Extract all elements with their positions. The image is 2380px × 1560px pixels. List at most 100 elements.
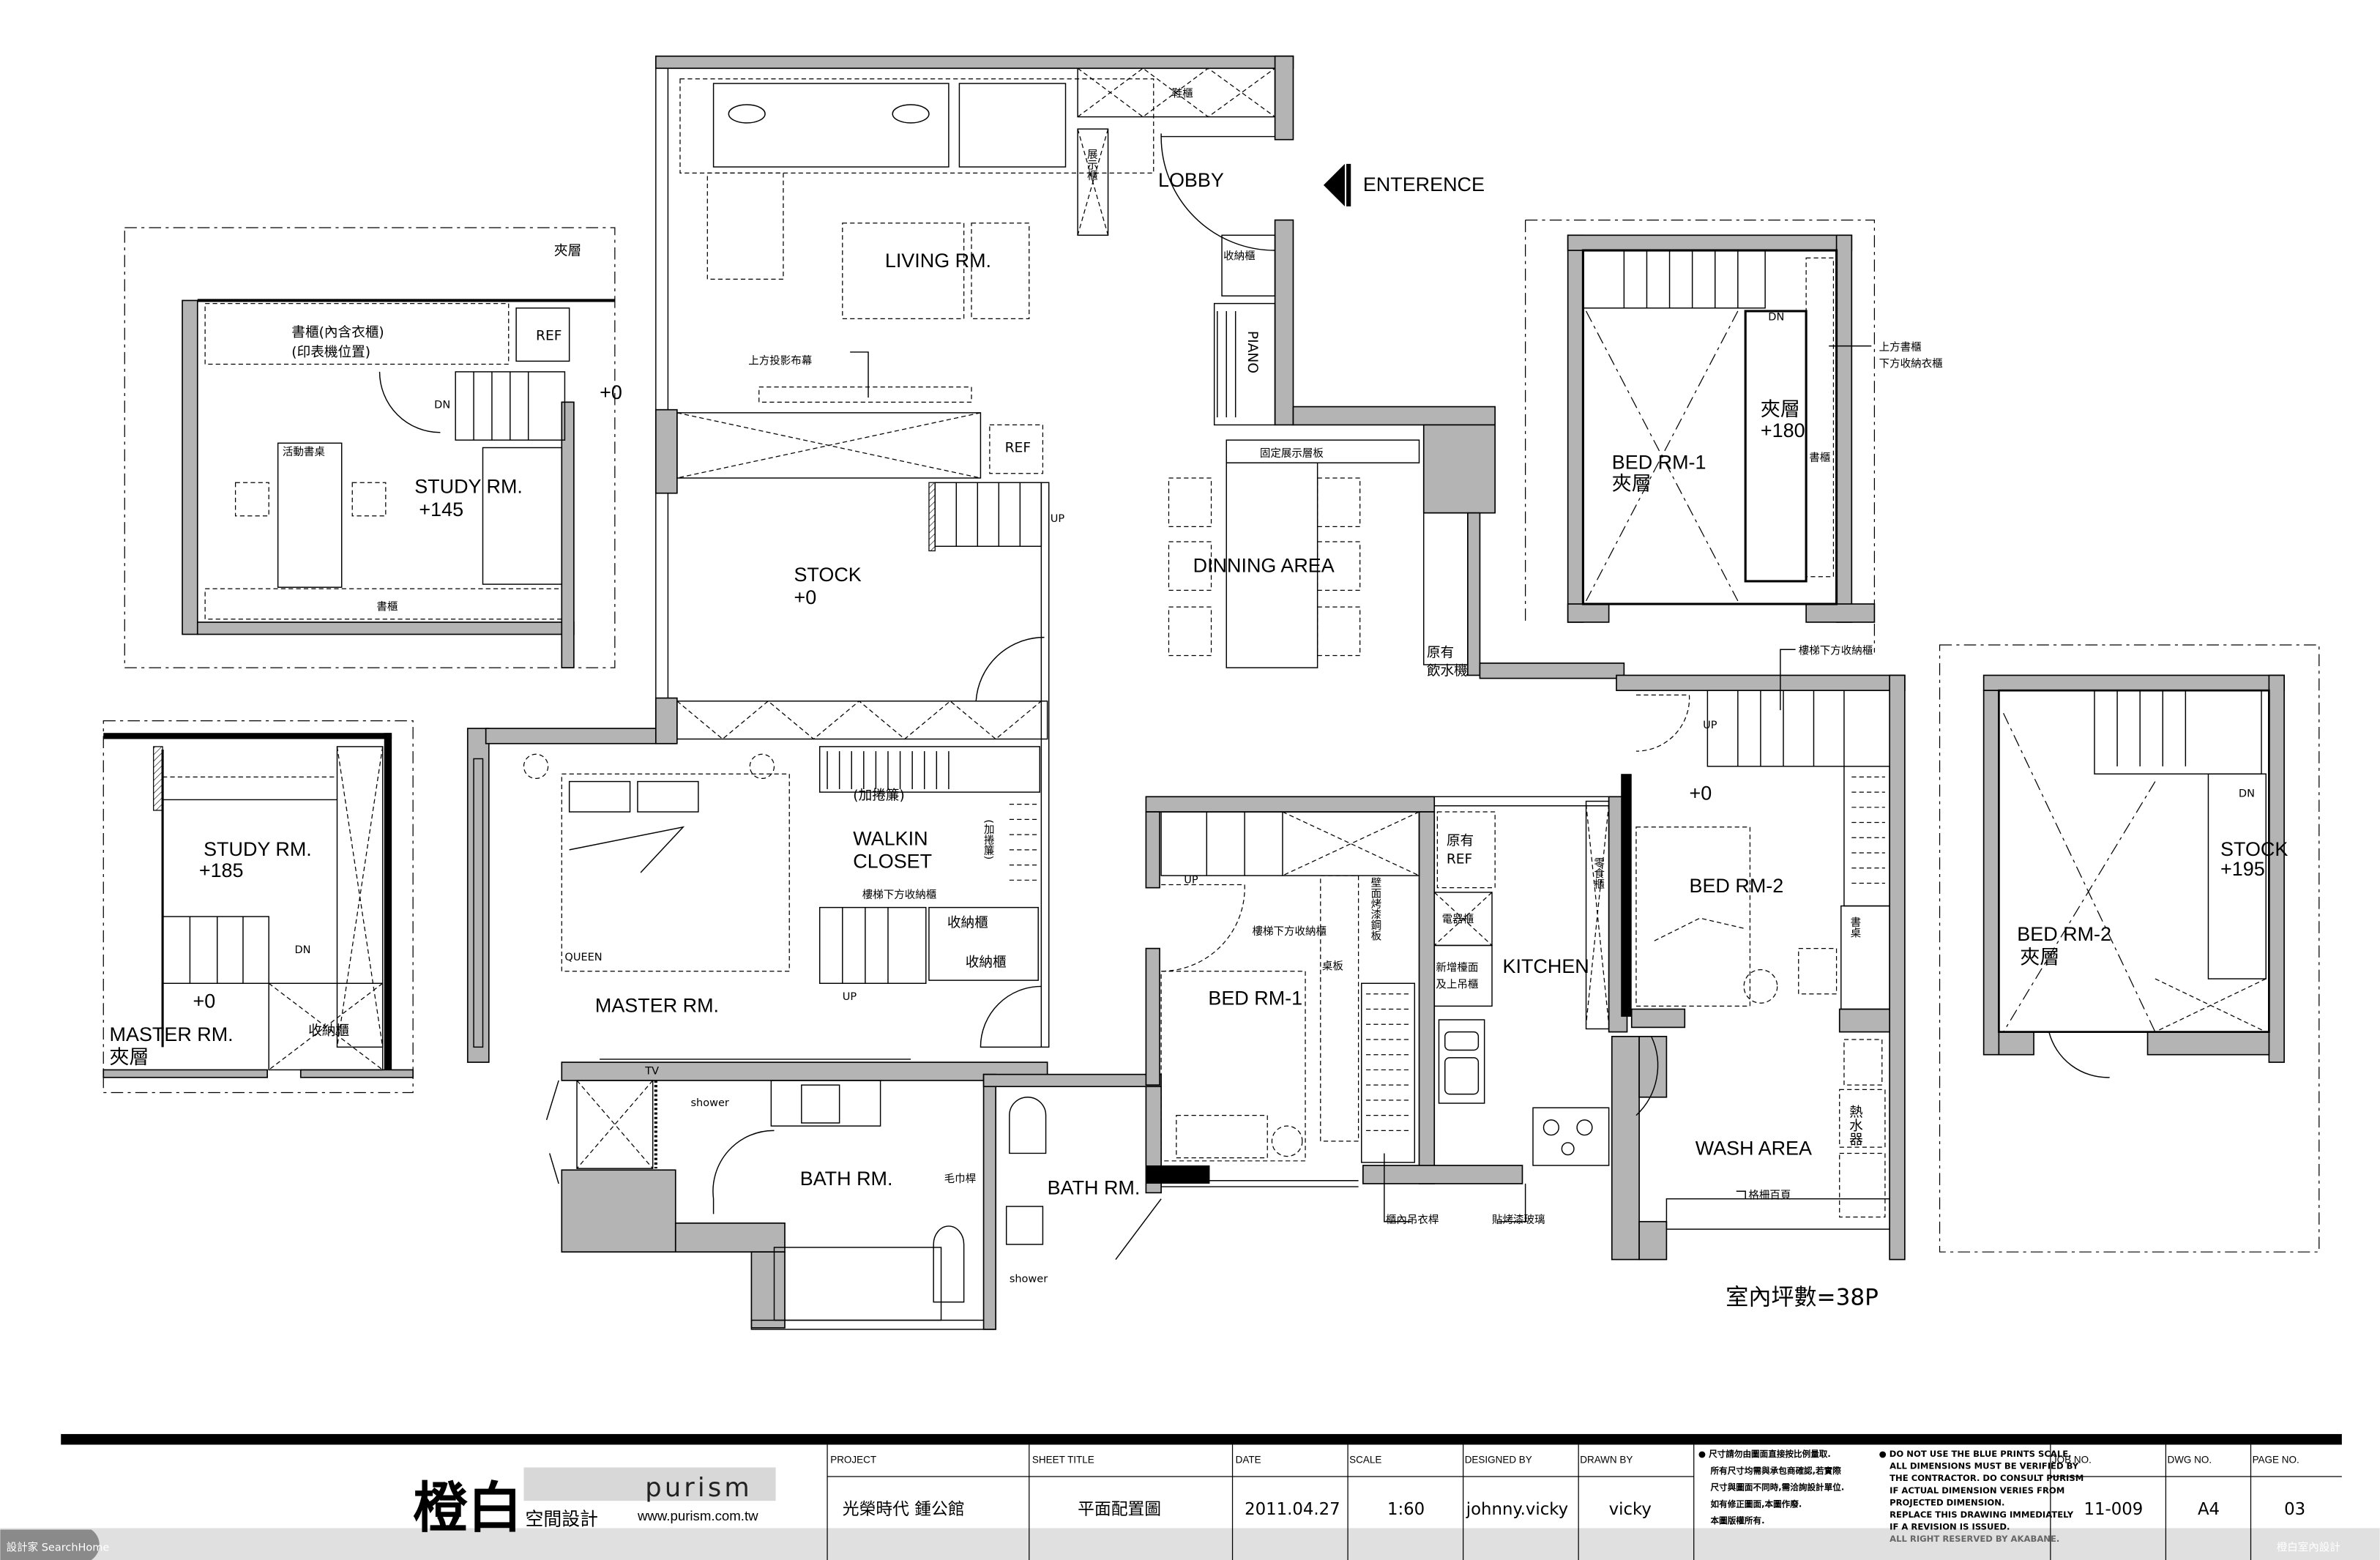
room-label-master: MASTER RM. [595,995,719,1017]
room-label-wash-area: WASH AREA [1696,1138,1812,1160]
wall [182,299,198,635]
desk-label: 活動書桌 [283,446,325,458]
room-label-bed-2: BED RM-2 [1690,875,1784,897]
counter-label: 新增檯面 [1436,962,1478,974]
wall [654,408,678,494]
watermark-searchhome: 設計家 SearchHome [0,1529,110,1560]
wall [1611,1036,1640,1261]
wall [1418,811,1436,1184]
room-label-bed-1: BED RM-1 [1612,452,1706,474]
note-line: IF A REVISION IS ISSUED. [1890,1522,2010,1532]
shower-label: shower [1010,1274,1048,1285]
up-label: UP [1184,874,1198,886]
dn-label: DN [434,400,450,411]
level-label: +0 [193,990,216,1012]
cabinet-note-sub-label: 下方收納衣櫃 [1879,358,1943,370]
up-label: UP [1703,720,1717,731]
ref-label: 原有 [1447,834,1474,849]
wall [1145,947,1160,1086]
field-label: SCALE [1349,1454,1381,1465]
mezzanine-label: 夾層 [554,243,581,258]
room-label-master: MASTER RM. [110,1023,234,1045]
curtain-label-vertical: (加捲簾) [982,819,994,859]
ref-label: REF [1447,852,1472,867]
note-line: PROJECTED DIMENSION. [1890,1497,2004,1507]
field-value: 03 [2284,1500,2305,1519]
cabinet-note-label: 上方書櫃 [1879,341,1922,354]
note-line: 尺寸與圖面不同時,需洽詢設計單位. [1711,1482,1845,1493]
logo-english: purism [645,1473,753,1503]
main-floor-plan: LIVING RM. LOBBY 鞋櫃 展示櫃 收納櫃 PIANO 上方投影布幕… [466,55,1906,1330]
dn-label: DN [1768,311,1784,323]
water-dispenser-sub-label: 飲水機 [1427,663,1468,679]
room-label-kitchen: KITCHEN [1503,955,1589,977]
level-label: +145 [419,499,463,520]
field-label: DESIGNED BY [1465,1454,1532,1465]
field-value: johnny.vicky [1466,1500,1568,1519]
field-label: JOB NO. [2052,1454,2092,1465]
glass-label: 貼烤漆玻璃 [1492,1214,1545,1226]
wall [982,1073,996,1330]
counter-sub-label: 及上吊櫃 [1436,978,1478,990]
louver-label: 格柵百頁 [1748,1190,1791,1202]
wall [1838,1008,1890,1033]
logo-subtitle: 空間設計 [526,1508,598,1529]
mezzanine-study-185: STUDY RM. +185 DN +0 MASTER RM. 夾層 收納櫃 [102,720,414,1094]
level-label: +0 [600,381,622,403]
tv-label: TV [644,1066,659,1078]
wall [1638,1220,1668,1261]
notes-chinese: ● 尺寸請勿由圖面直接按比例量取. 所有尺寸均需與承包商確認,若實際 尺寸與圖面… [1698,1449,1844,1526]
watermark-text: 設計家 SearchHome [7,1542,110,1554]
room-label-bed-2: BED RM-2 [2017,923,2111,945]
ref-label: REF [536,328,562,343]
shoe-cabinet-label: 鞋櫃 [1172,88,1193,100]
bookcase-label: 書櫃 [1809,452,1830,464]
total-area-label: 室內坪數=38P [1726,1285,1879,1311]
up-label: UP [1051,513,1065,525]
wall [1292,406,1496,426]
desk-label: 書桌 [1849,917,1860,938]
mezzanine-boundary [102,720,414,1094]
level-label: +195 [2220,858,2265,880]
field-job-no: JOB NO. 11-009 [2052,1454,2143,1518]
cabinet-sub-label: (印表機位置) [291,345,370,360]
wall [654,697,678,744]
field-value: vicky [1609,1500,1652,1519]
title-block: 橙白 purism 空間設計 www.purism.com.tw PROJECT… [0,1433,2380,1560]
wall [196,622,575,635]
fixed-shelf-label: 固定展示層板 [1260,447,1324,460]
level-label: +185 [199,859,244,881]
loft-label: 夾層 [1761,398,1800,420]
field-label: DWG NO. [2167,1454,2212,1465]
cabinet-label: 書櫃(內含衣櫃) [291,325,384,340]
note-line: ● 尺寸請勿由圖面直接按比例量取. [1698,1449,1831,1459]
field-page-no: PAGE NO.03 [2253,1454,2306,1518]
up-label: UP [843,991,857,1003]
wall [1362,1165,1523,1184]
wall [1630,1008,1686,1029]
field-value: 2011.04.27 [1245,1500,1340,1519]
mezzanine-boundary [124,227,616,668]
wall [1616,674,1906,692]
projector-screen-label: 上方投影布幕 [748,355,812,367]
wall-panel-label: 壁面烤漆鋼板 [1369,877,1381,941]
entrance-arrow-icon [1323,163,1345,206]
wall [674,1222,786,1253]
note-line: THE CONTRACTOR. DO CONSULT PURISM [1890,1473,2084,1483]
under-stair-storage-label: 樓梯下方收納櫃 [1799,644,1873,657]
wall [561,1061,1048,1081]
note-line: 如有修正圖面,本圖作廢. [1711,1499,1802,1509]
wall [1274,55,1294,141]
towel-bar-label: 毛巾桿 [944,1173,977,1185]
mezzanine-study-145: 夾層 書櫃(內含衣櫃) (印表機位置) REF DN 活動書桌 STUDY RM… [124,227,622,668]
field-value: 11-009 [2084,1500,2143,1519]
display-cabinet-label: 展示櫃 [1086,149,1097,181]
note-line: ● DO NOT USE THE BLUE PRINTS SCALE. [1879,1449,2072,1459]
appliance-cabinet-label: 電器櫃 [1442,913,1474,925]
wall [1145,811,1160,889]
level-label: +0 [794,586,816,608]
shower-label: shower [690,1097,728,1109]
